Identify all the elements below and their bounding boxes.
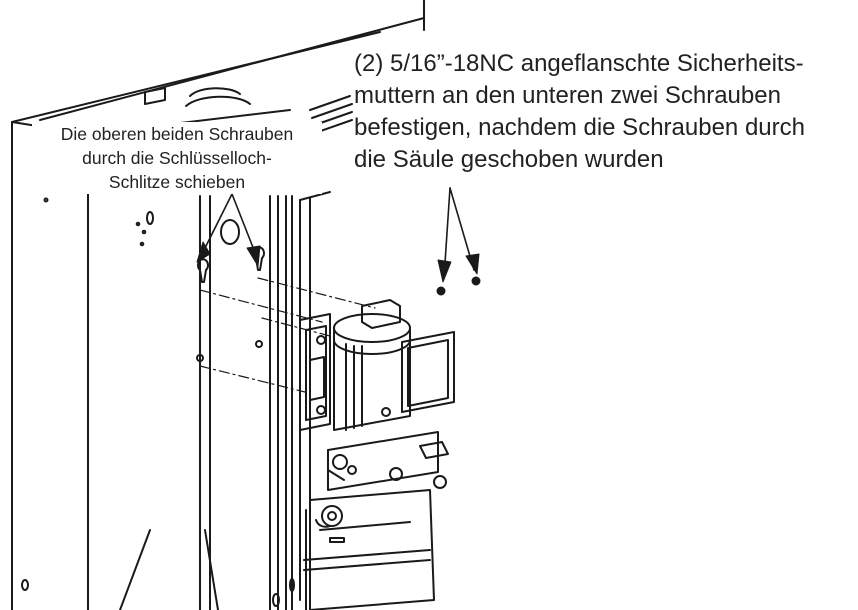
flanged-safety-nuts [436,276,481,296]
arrowhead [437,259,452,283]
callout-top-bolts-line3: Schlitze schieben [108,172,246,192]
column-inner-panel [87,87,295,610]
hydraulic-power-unit [299,299,455,610]
callout-lower-nuts-line3: befestigen, nachdem die Schrauben durch [354,114,805,141]
column-left-panel [11,121,89,610]
callout-top-bolts-line1: Die oberen beiden Schrauben [60,124,294,144]
arrowhead [196,241,211,263]
callout-lower-nuts-line4: die Säule geschoben wurden [354,146,664,173]
callout-lower-nuts-line1: (2) 5/16”-18NC angeflanschte Sicherheits… [354,50,804,77]
leader-arrows [203,187,475,279]
callout-top-bolts: Die oberen beiden Schrauben durch die Sc… [32,122,322,194]
arrowhead [465,253,480,275]
callout-lower-nuts-line2: muttern an den unteren zwei Schrauben [354,82,781,109]
arrowhead [246,245,261,267]
bolt-alignment-lines [199,277,376,393]
callout-lower-nuts: (2) 5/16”-18NC angeflanschte Sicherheits… [354,48,854,176]
callout-top-bolts-line2: durch die Schlüsselloch- [82,148,272,168]
